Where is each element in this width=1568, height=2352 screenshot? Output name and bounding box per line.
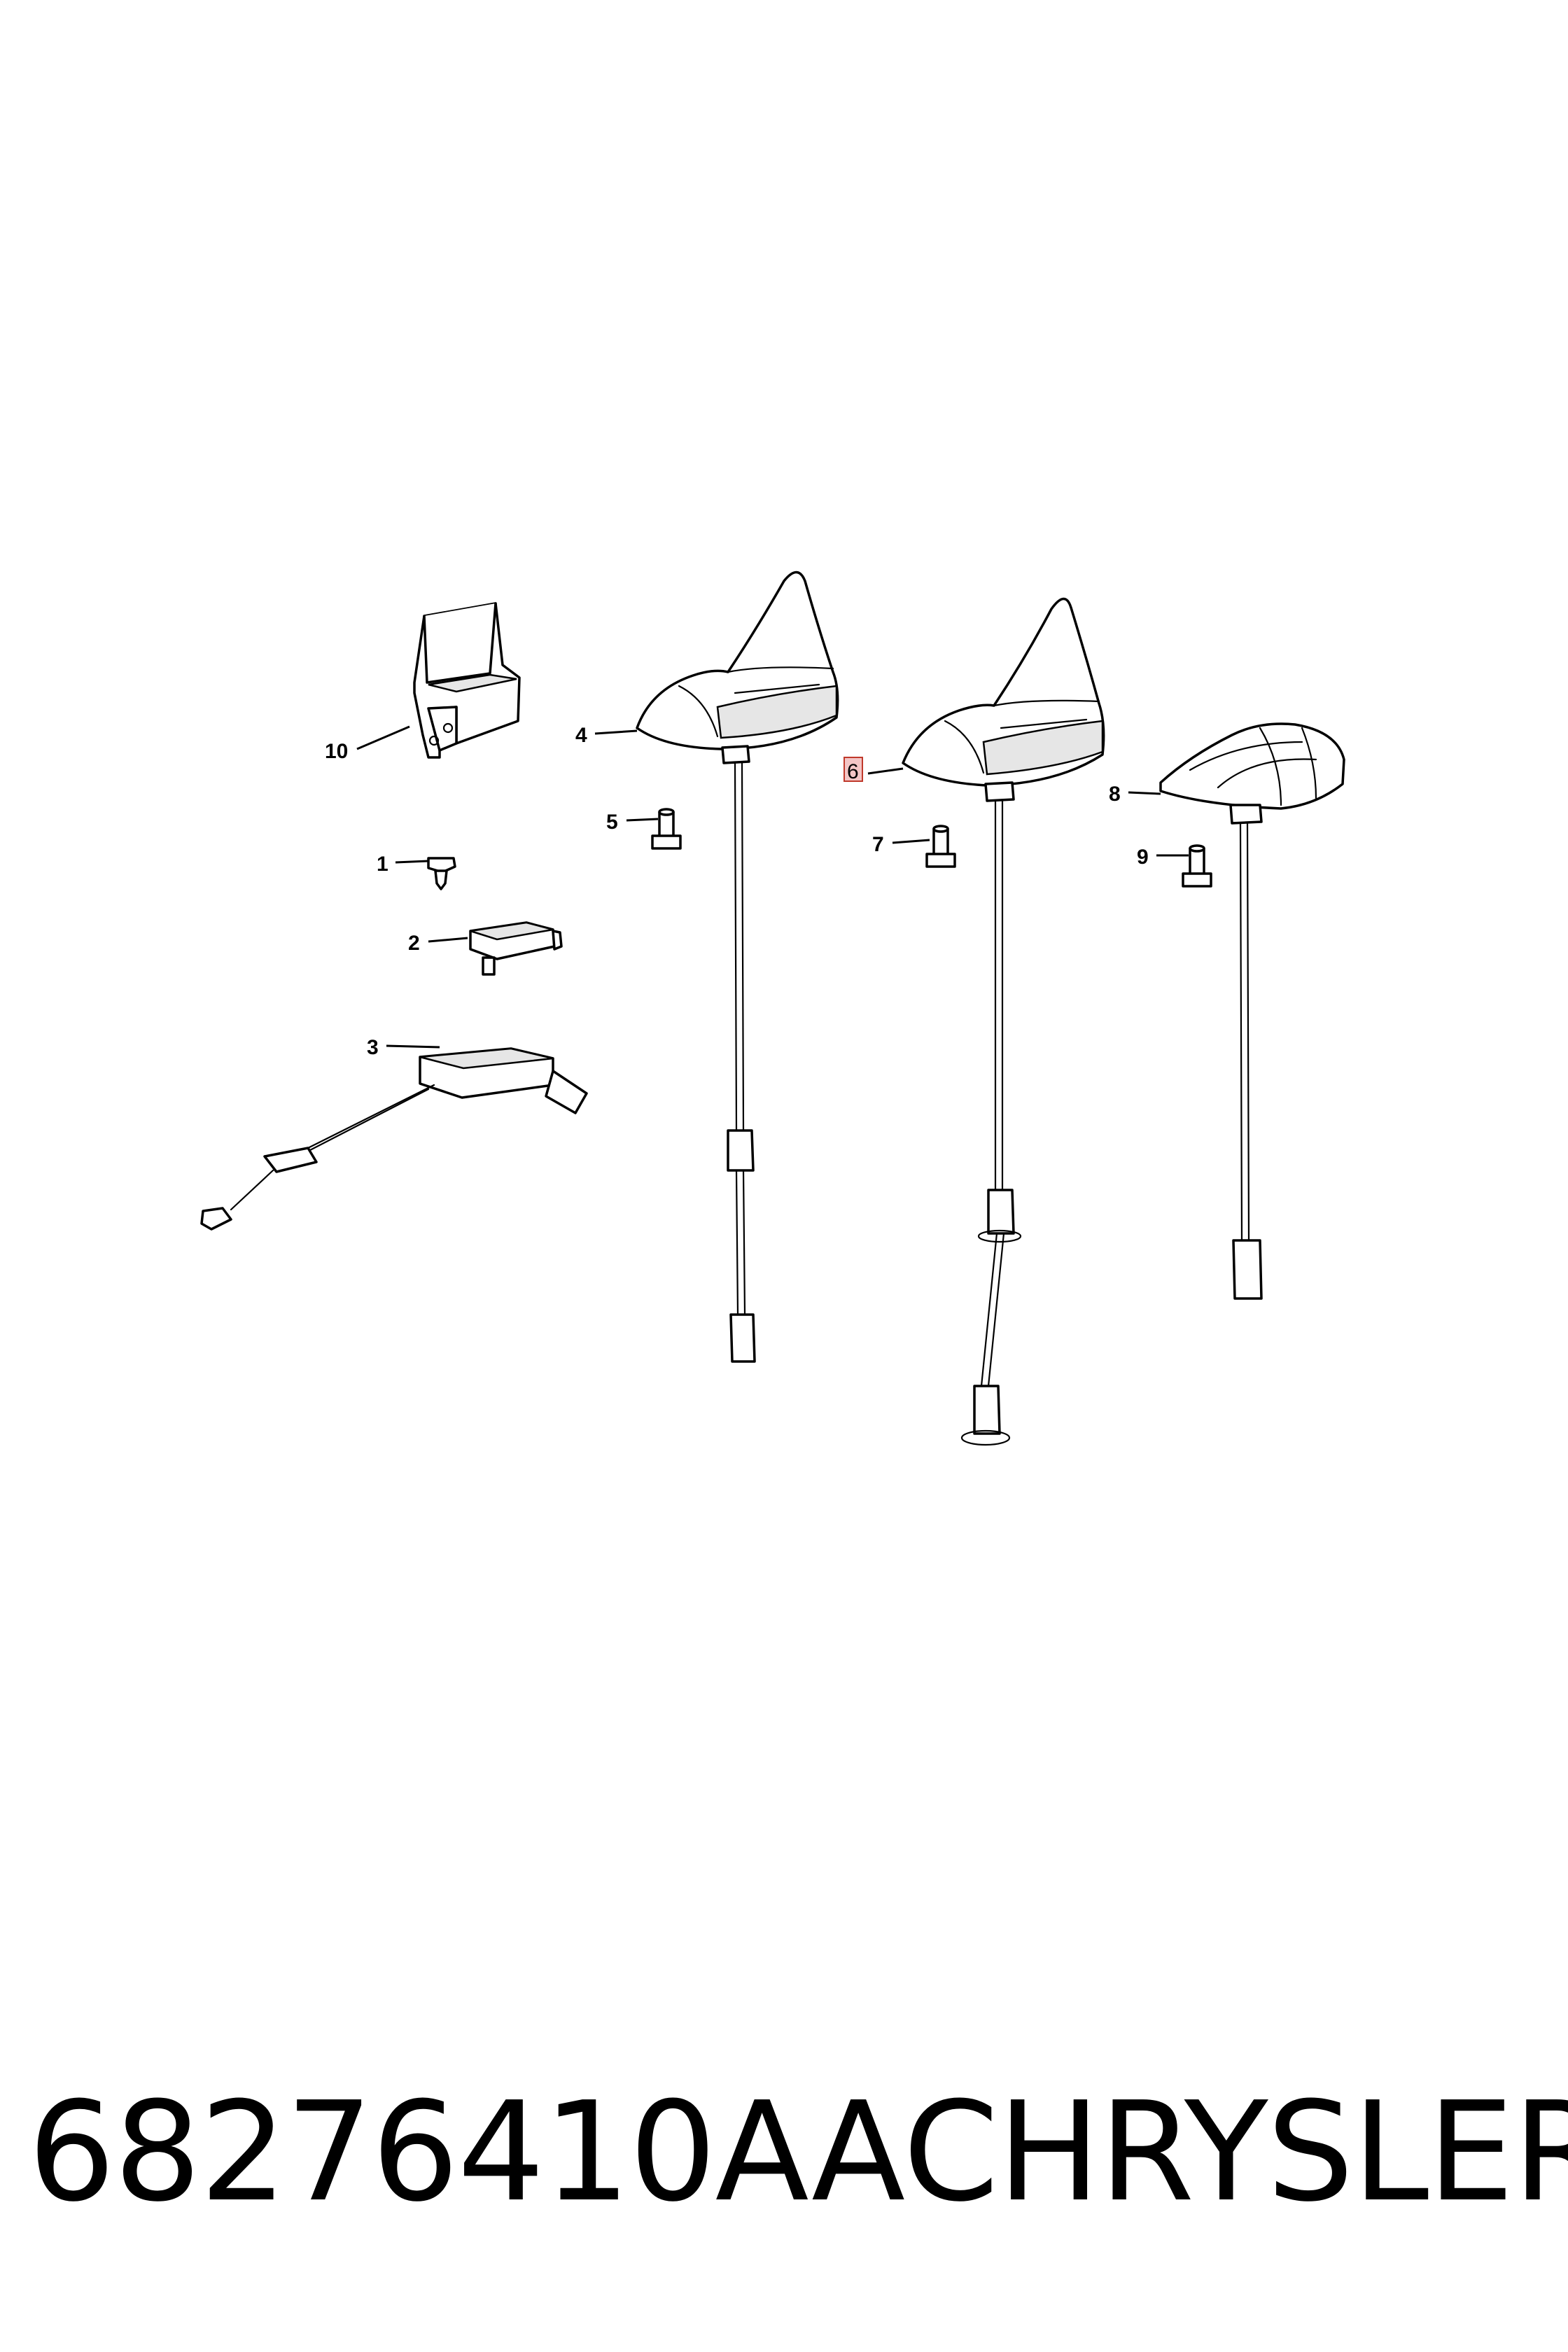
leader-4 xyxy=(594,729,638,735)
callout-4: 4 xyxy=(575,724,587,747)
leader-6 xyxy=(867,767,904,775)
part-2-module[interactable] xyxy=(469,921,563,976)
callout-1: 1 xyxy=(377,853,388,876)
callout-5: 5 xyxy=(606,811,618,834)
part-9-stud-bolt[interactable] xyxy=(1182,844,1212,888)
leader-7 xyxy=(892,839,930,844)
brand-name: CHRYSLER xyxy=(903,2073,1568,2232)
part-6-antenna[interactable] xyxy=(902,597,1105,1446)
part-1-push-pin[interactable] xyxy=(427,857,456,890)
part-4-antenna[interactable] xyxy=(636,570,839,1363)
leader-2 xyxy=(428,937,468,943)
part-10-bracket[interactable] xyxy=(413,602,521,759)
callout-6-highlight xyxy=(844,757,863,782)
callout-6: 6 xyxy=(847,760,859,783)
part-3-module-with-wire[interactable] xyxy=(200,1047,588,1231)
leader-8 xyxy=(1128,791,1161,795)
part-number: 68276410AA xyxy=(28,2073,905,2232)
part-5-stud-bolt[interactable] xyxy=(651,808,682,850)
callout-3: 3 xyxy=(367,1036,379,1059)
leader-5 xyxy=(626,818,659,822)
callout-10: 10 xyxy=(325,740,348,763)
part-8-antenna[interactable] xyxy=(1159,722,1345,1300)
leader-10 xyxy=(356,725,410,750)
leader-1 xyxy=(395,860,429,864)
part-7-stud-bolt[interactable] xyxy=(925,825,956,868)
leader-3 xyxy=(386,1044,440,1049)
callout-9: 9 xyxy=(1137,846,1149,869)
callout-8: 8 xyxy=(1109,783,1121,806)
callout-2: 2 xyxy=(408,932,420,955)
callout-7: 7 xyxy=(872,833,884,856)
